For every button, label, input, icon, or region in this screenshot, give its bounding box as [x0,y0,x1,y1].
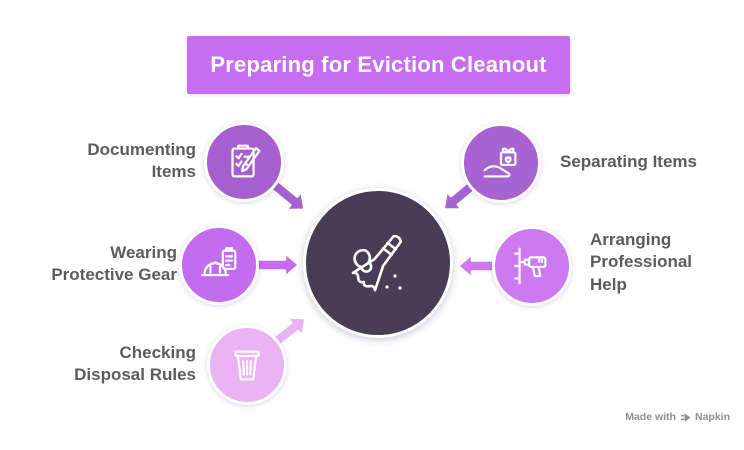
node-wearing-protective-gear [179,225,259,305]
broom-sweep-icon [351,234,403,292]
trash-can-icon [234,350,260,381]
node-documenting-items [204,122,284,202]
napkin-logo-icon [680,412,691,422]
central-hub [303,188,453,338]
drill-icon [514,247,547,285]
page-title: Preparing for Eviction Cleanout [210,52,547,77]
label-documenting-items: Documenting Items [87,140,196,182]
label-arranging-professional-help: Arranging Professional Help [590,230,693,294]
label-separating-items: Separating Items [560,152,697,171]
node-separating-items [461,123,541,203]
watermark-prefix: Made with [625,411,676,423]
label-checking-disposal-rules: Checking Disposal Rules [74,343,196,385]
watermark: Made with Napkin [625,411,730,423]
node-arranging-professional-help [492,226,572,306]
label-wearing-protective-gear: Wearing Protective Gear [51,243,177,285]
clipboard-checklist-icon [231,144,261,178]
gift-in-hand-icon [483,147,517,178]
node-checking-disposal-rules [207,325,287,405]
title-banner: Preparing for Eviction Cleanout [187,36,570,94]
watermark-brand: Napkin [694,411,730,423]
hard-hat-icon [201,247,237,277]
